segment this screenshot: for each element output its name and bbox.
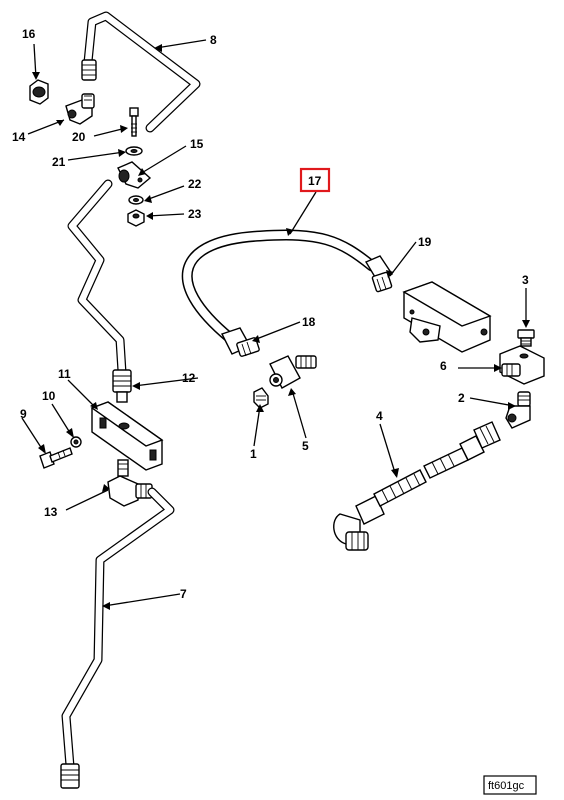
callout-2[interactable]: 2	[458, 391, 465, 405]
callout-12[interactable]: 12	[182, 371, 196, 385]
callout-13[interactable]: 13	[44, 505, 58, 519]
callout-4[interactable]: 4	[376, 409, 383, 423]
callout-8[interactable]: 8	[210, 33, 217, 47]
tube-8[interactable]	[81, 11, 201, 133]
callout-23[interactable]: 23	[188, 207, 202, 221]
callout-21[interactable]: 21	[52, 155, 66, 169]
callout-1[interactable]: 1	[250, 447, 257, 461]
callout-9[interactable]: 9	[20, 407, 27, 421]
callout-10[interactable]: 10	[42, 389, 56, 403]
elbow-14[interactable]	[65, 93, 95, 125]
callout-16[interactable]: 16	[22, 27, 36, 41]
block-11[interactable]	[90, 401, 164, 471]
plug-1[interactable]	[253, 387, 269, 409]
callout-3[interactable]: 3	[522, 273, 529, 287]
nut-16[interactable]	[29, 79, 49, 105]
callout-18[interactable]: 18	[302, 315, 316, 329]
tee-5[interactable]	[269, 355, 317, 389]
tee-13[interactable]	[107, 459, 153, 507]
bolt-20[interactable]	[129, 107, 139, 137]
nut-23[interactable]	[127, 209, 145, 227]
plug-3[interactable]	[517, 329, 535, 347]
washer-10[interactable]	[70, 436, 82, 448]
figure-id: ft601gc	[488, 780, 525, 792]
washer-21[interactable]	[125, 146, 143, 156]
callout-5[interactable]: 5	[302, 439, 309, 453]
fitting-18[interactable]	[221, 327, 260, 357]
callout-11[interactable]: 11	[58, 367, 71, 381]
fitting-12[interactable]	[112, 369, 132, 403]
callout-14[interactable]: 14	[12, 130, 26, 144]
callout-20[interactable]: 20	[72, 130, 86, 144]
callout-22[interactable]: 22	[188, 177, 202, 191]
callout-17[interactable]: 17	[308, 174, 322, 188]
braided-line-4[interactable]	[333, 421, 501, 551]
arrowheads	[32, 44, 530, 610]
figure-id-tag: ft601gc	[483, 775, 537, 795]
tube-7[interactable]	[60, 487, 175, 789]
elbow-2[interactable]	[505, 391, 531, 429]
callout-labels: 16 14 20 21 8 15 22 23 11 12 10 9 13 7 1…	[12, 27, 529, 601]
callout-15[interactable]: 15	[190, 137, 204, 151]
highlight-box	[299, 167, 331, 193]
callout-6[interactable]: 6	[440, 359, 447, 373]
tube-left-upper[interactable]	[67, 179, 127, 377]
hose-17[interactable]	[181, 229, 378, 344]
tee-6[interactable]	[499, 345, 545, 385]
washer-22[interactable]	[128, 195, 144, 205]
bolt-9[interactable]	[39, 447, 73, 469]
clip-15[interactable]	[117, 161, 152, 189]
callout-7[interactable]: 7	[180, 587, 187, 601]
valve-block[interactable]	[402, 281, 492, 353]
callout-19[interactable]: 19	[418, 235, 432, 249]
